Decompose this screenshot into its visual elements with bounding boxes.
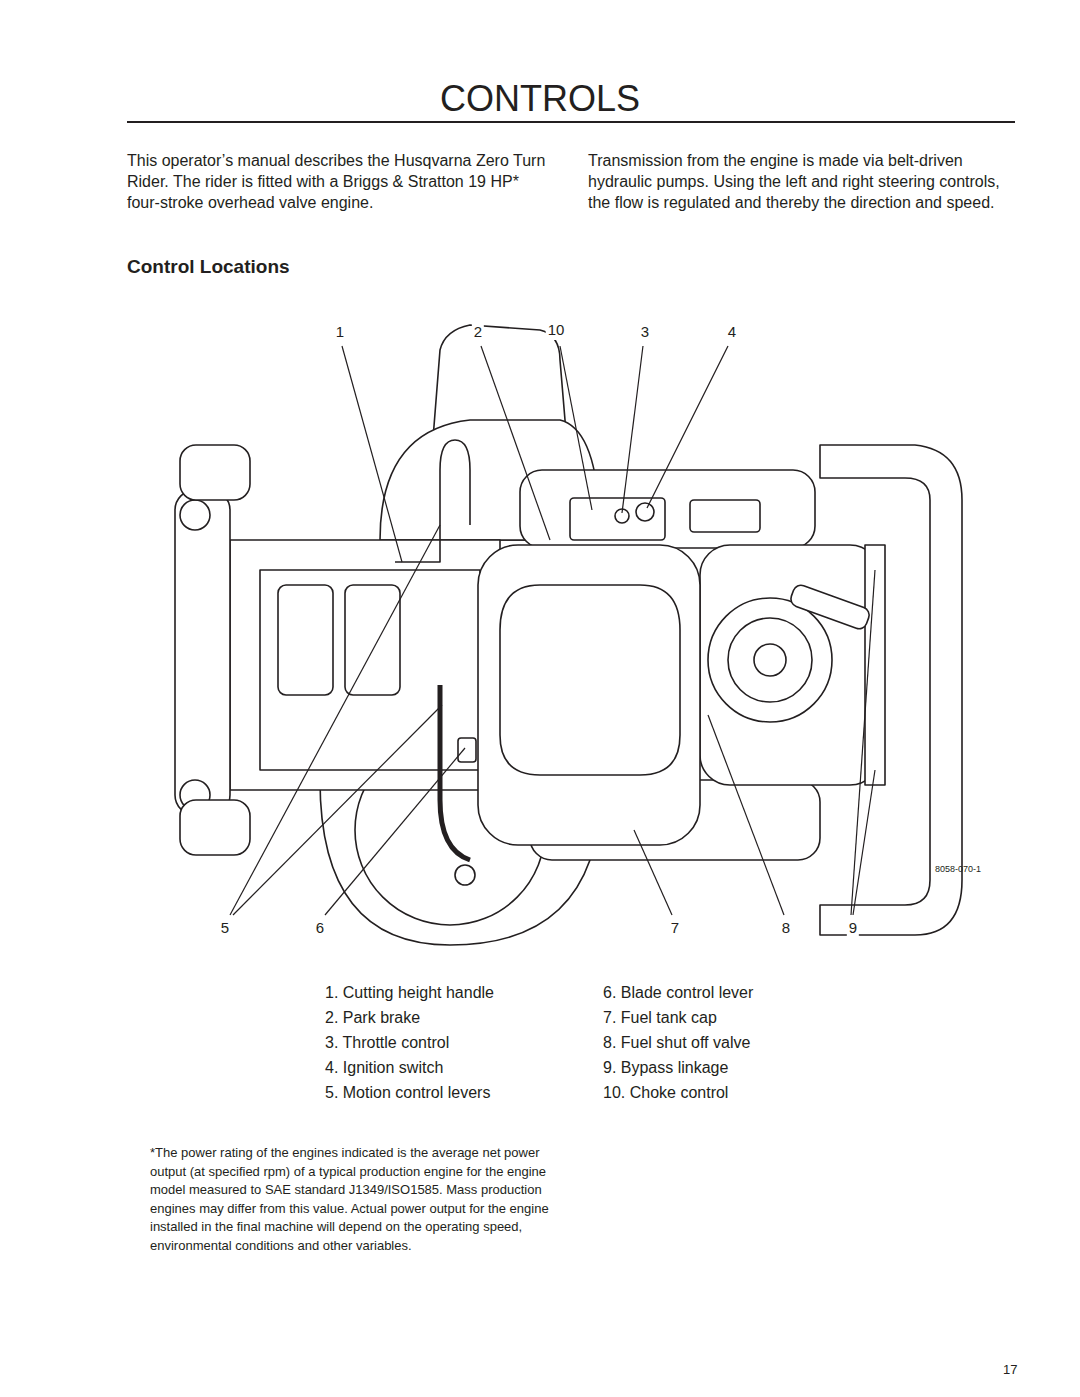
legend-item: 4. Ignition switch (325, 1058, 443, 1079)
foot-pan (260, 570, 480, 770)
footnote: *The power rating of the engines indicat… (150, 1144, 565, 1256)
caster (180, 445, 250, 500)
callout-number: 8 (780, 918, 792, 938)
seat (478, 545, 700, 845)
flywheel-hub (754, 644, 786, 676)
legend-item: 9. Bypass linkage (603, 1058, 728, 1079)
legend-item: 3. Throttle control (325, 1033, 449, 1054)
page-title: CONTROLS (440, 76, 640, 123)
leader-lines (230, 346, 875, 915)
callout-number: 9 (847, 918, 859, 938)
legend-item: 10. Choke control (603, 1083, 728, 1104)
callout-number: 1 (334, 322, 346, 342)
intro-paragraph: Transmission from the engine is made via… (588, 150, 1018, 213)
caster (180, 800, 250, 855)
callout-number: 5 (219, 918, 231, 938)
caster-wheel (180, 500, 210, 530)
cutting-height-handle (395, 525, 440, 562)
legend-item: 1. Cutting height handle (325, 983, 494, 1004)
lever-pivot (455, 865, 475, 885)
leader-line (851, 570, 875, 915)
callout-number: 10 (546, 320, 567, 340)
leader-line (622, 346, 643, 513)
caster-beam (175, 490, 230, 815)
flywheel (728, 618, 812, 702)
callout-number: 6 (314, 918, 326, 938)
leader-line (634, 830, 672, 915)
legend-item: 8. Fuel shut off valve (603, 1033, 750, 1054)
leader-line (325, 748, 465, 915)
callout-number: 7 (669, 918, 681, 938)
blade-control-lever (458, 738, 476, 762)
callout-number: 2 (472, 322, 484, 342)
leader-line (560, 346, 592, 510)
leader-line (230, 525, 440, 915)
leader-line (708, 715, 784, 915)
leader-line (481, 346, 550, 540)
ignition-switch (636, 503, 654, 521)
air-filter (789, 583, 872, 631)
title-rule (127, 121, 1015, 123)
foot-pad (345, 585, 400, 695)
leader-line (647, 346, 728, 508)
leader-line (233, 705, 442, 915)
callout-number: 3 (639, 322, 651, 342)
cutting-height-handle (440, 440, 470, 525)
foot-pad (278, 585, 333, 695)
engine-housing (700, 545, 880, 785)
legend-item: 2. Park brake (325, 1008, 420, 1029)
engine-flywheel-cover (708, 598, 832, 722)
page-number: 17 (1003, 1362, 1017, 1379)
tank-recess (690, 500, 760, 532)
seat-cushion (500, 585, 680, 775)
mower-drawing (175, 325, 962, 945)
control-panel (570, 498, 665, 540)
leader-line (342, 346, 402, 562)
legend-item: 7. Fuel tank cap (603, 1008, 717, 1029)
section-heading: Control Locations (127, 255, 290, 280)
figure-code: 8058-070-1 (935, 864, 981, 876)
legend-item: 5. Motion control levers (325, 1083, 490, 1104)
leader-line (853, 770, 875, 915)
callout-number: 4 (726, 322, 738, 342)
fuel-tank-left (520, 470, 815, 548)
intro-paragraph: This operator’s manual describes the Hus… (127, 150, 552, 213)
legend-item: 6. Blade control lever (603, 983, 753, 1004)
